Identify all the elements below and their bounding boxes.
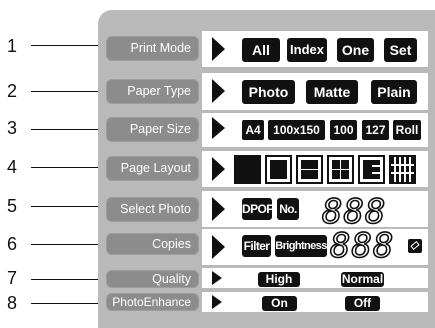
- select-photo-strip: [202, 191, 428, 227]
- page-layout-button[interactable]: Page Layout: [106, 156, 199, 181]
- chevron-right-icon: [212, 197, 225, 221]
- select-photo-button[interactable]: Select Photo: [106, 197, 199, 222]
- leader-line-4: [31, 167, 101, 168]
- paper-type-matte: Matte: [306, 80, 358, 104]
- chevron-right-icon: [212, 271, 222, 285]
- number-indicator: No.: [277, 198, 299, 220]
- brightness-indicator: Brightness: [275, 235, 327, 257]
- paper-type-button[interactable]: Paper Type: [106, 79, 199, 104]
- paper-size-127: 127: [362, 120, 389, 140]
- paper-type-plain: Plain: [371, 80, 417, 104]
- chevron-right-icon: [212, 295, 222, 309]
- dpof-indicator: DPOF: [242, 198, 274, 220]
- leader-line-2: [31, 91, 101, 92]
- callout-4: 4: [7, 157, 18, 177]
- copies-button[interactable]: Copies: [106, 233, 199, 255]
- print-mode-button[interactable]: Print Mode: [106, 36, 199, 61]
- print-mode-one: One: [337, 38, 374, 62]
- copies-number-display: 888: [329, 226, 395, 266]
- leader-line-8: [31, 303, 101, 304]
- paper-size-roll: Roll: [393, 120, 421, 140]
- quality-high: High: [258, 272, 300, 287]
- leader-line-1: [31, 45, 101, 46]
- callout-8: 8: [7, 293, 18, 313]
- chevron-right-icon: [212, 235, 225, 259]
- full-page-icon: [234, 155, 261, 184]
- eraser-icon: [408, 239, 422, 253]
- paper-size-a4: A4: [242, 120, 264, 140]
- chevron-right-icon: [212, 79, 225, 103]
- chevron-right-icon: [212, 157, 225, 181]
- paper-size-100x150: 100x150: [268, 120, 325, 140]
- two-up-icon: [296, 155, 323, 184]
- index-grid-icon: [389, 155, 416, 184]
- mixed-layout-icon: [358, 155, 385, 184]
- photo-enhance-off: Off: [345, 296, 380, 311]
- leader-line-3: [31, 129, 101, 130]
- leader-line-6: [31, 244, 101, 245]
- callout-3: 3: [7, 118, 18, 138]
- quality-normal: Normal: [341, 272, 384, 287]
- chevron-right-icon: [212, 37, 225, 61]
- callout-2: 2: [7, 81, 18, 101]
- print-mode-index: Index: [287, 38, 327, 62]
- quality-button[interactable]: Quality: [106, 270, 199, 288]
- callout-7: 7: [7, 268, 18, 288]
- quality-strip: [202, 268, 428, 288]
- print-mode-set: Set: [384, 38, 417, 62]
- photo-enhance-button[interactable]: PhotoEnhance: [106, 293, 199, 311]
- print-mode-all: All: [242, 38, 280, 62]
- paper-size-button[interactable]: Paper Size: [106, 117, 199, 142]
- filter-indicator: Filter: [242, 235, 271, 257]
- callout-5: 5: [7, 196, 18, 216]
- leader-line-5: [31, 206, 101, 207]
- chevron-right-icon: [212, 117, 225, 139]
- photo-number-display: 888: [321, 192, 387, 232]
- paper-type-photo: Photo: [242, 80, 295, 104]
- leader-line-7: [31, 279, 101, 280]
- callout-1: 1: [7, 36, 18, 56]
- bordered-page-icon: [265, 155, 292, 184]
- four-up-icon: [327, 155, 354, 184]
- callout-6: 6: [7, 234, 18, 254]
- photo-enhance-strip: [202, 292, 428, 312]
- paper-size-100: 100: [330, 120, 357, 140]
- photo-enhance-on: On: [262, 296, 297, 311]
